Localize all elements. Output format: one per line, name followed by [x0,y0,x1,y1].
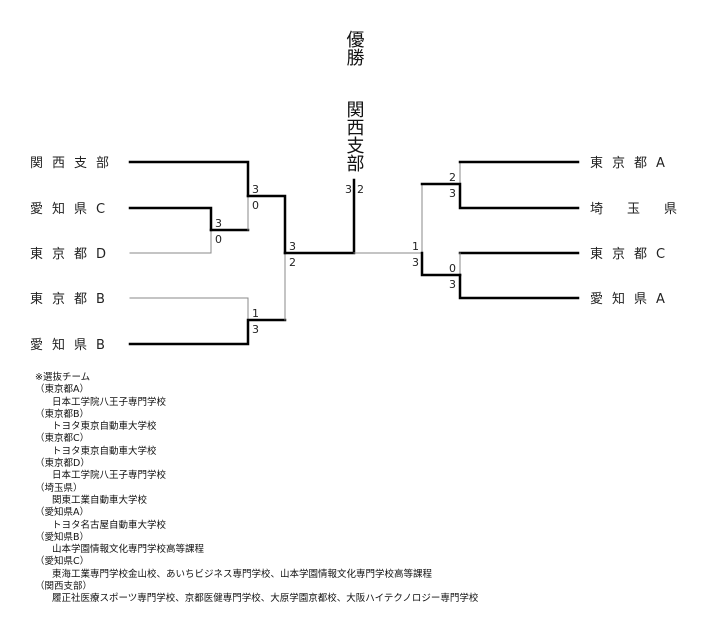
note-team: （東京都A） [35,384,89,396]
score: 1 [252,307,259,320]
score: 3 [289,240,296,253]
note-schools: トヨタ東京自動車大学校 [52,445,157,457]
note-schools: 日本工学院八王子専門学校 [52,470,167,482]
note-team: （愛知県A） [35,507,89,519]
note-team: （愛知県C） [35,556,90,568]
final-score-left: 3 [345,183,352,196]
note-schools: トヨタ名古屋自動車大学校 [52,519,167,531]
bracket-line [128,160,250,198]
final-score-right: 2 [357,183,364,196]
bracket-line [129,297,249,321]
tournament-bracket: 優勝 関西支部 3 2 関西支部 愛知県C 東京都D 東京都B 愛知県B 東京都… [30,30,701,353]
note-schools: 山本学園情報文化専門学校高等課程 [52,544,205,556]
bracket-line [128,206,213,232]
team-label: 愛知県B [30,337,114,353]
note-team: （埼玉県） [35,482,83,494]
bracket-line [420,182,580,210]
note-team: （関西支部） [35,581,93,593]
note-schools: 日本工学院八王子専門学校 [52,396,167,408]
team-label: 愛知県A [590,291,674,307]
team-notes: ※選抜チーム （東京都A） 日本工学院八王子専門学校 （東京都B） トヨタ東京自… [35,372,478,606]
score: 3 [252,183,259,196]
team-label: 関西支部 [30,156,118,171]
score: 0 [252,199,259,212]
bracket-line [246,194,287,255]
score: 3 [412,256,419,269]
score: 1 [412,240,419,253]
bracket-line [459,161,579,185]
team-label: 愛知県C [30,201,114,217]
note-schools: 関東工業自動車大学校 [52,494,148,506]
note-schools: 履正社医療スポーツ専門学校、京都医健専門学校、大原学園京都校、大阪ハイテクノロジ… [52,593,479,605]
note-team: （東京都D） [35,458,90,470]
score: 3 [449,278,456,291]
score: 3 [215,217,222,230]
note-schools: トヨタ東京自動車大学校 [52,421,157,433]
score: 2 [449,171,456,184]
champion-name: 関西支部 [344,100,365,172]
score: 0 [215,233,222,246]
bracket-line [129,229,212,254]
score: 3 [449,187,456,200]
note-schools: 東海工業専門学校金山校、あいちビジネス専門学校、山本学園情報文化専門学校高等課程 [52,568,433,580]
bracket-line [420,251,462,277]
team-label: 埼玉県 [590,202,701,217]
note-team: （東京都C） [35,433,90,445]
team-label: 東京都D [30,246,115,262]
team-label: 東京都C [590,246,674,262]
score: 3 [252,323,259,336]
note-team: （愛知県B） [35,531,90,543]
bracket-line [128,318,287,346]
score: 0 [449,262,456,275]
team-label: 東京都A [590,155,674,171]
bracket-line [458,273,580,300]
score: 2 [289,256,296,269]
team-label: 東京都B [30,291,114,307]
champion-label: 優勝 [344,30,365,66]
notes-title: ※選抜チーム [35,372,91,383]
note-team: （東京都B） [35,408,90,420]
